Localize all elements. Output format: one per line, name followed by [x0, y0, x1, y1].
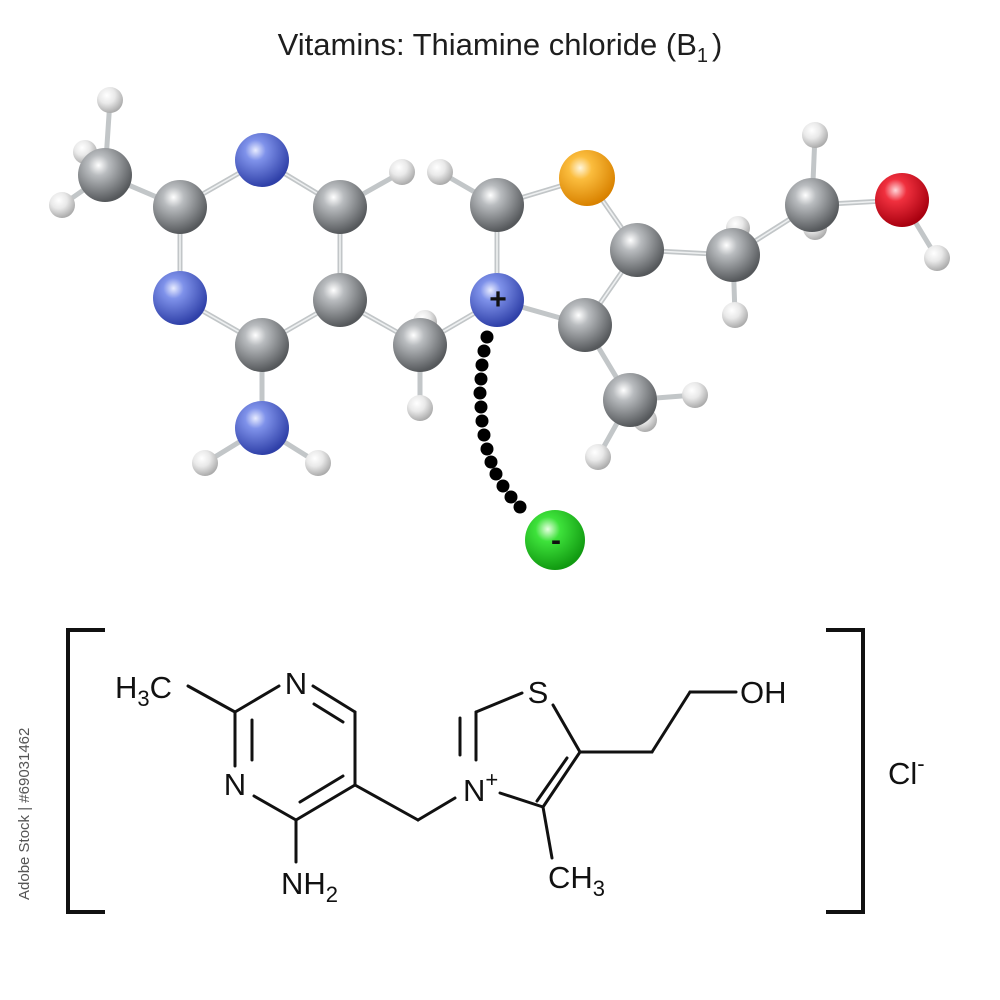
right-bracket [826, 628, 865, 914]
ball-and-stick-model: + - [49, 87, 950, 570]
structural-formula: H3C N N NH2 N+ S OH CH3 Cl- [66, 628, 925, 914]
thiazolium-n-plus-label: N+ [463, 767, 498, 808]
sulfur-label: S [528, 675, 549, 710]
cation-nitrogen-atom [470, 273, 524, 327]
ionic-bond-dots [473, 330, 527, 514]
anion-charge-label: - [551, 524, 561, 557]
diagram-title: Vitamins: Thiamine chloride (B1) [278, 27, 723, 67]
skeletal-bonds [186, 684, 738, 864]
methyl-bottom-label: CH3 [548, 860, 605, 901]
oxygen-atom [875, 173, 929, 227]
sulfur-atom [559, 150, 615, 206]
stock-credit: Adobe Stock | #69031462 [16, 728, 33, 900]
pyrimidine-n-left-label: N [224, 767, 246, 802]
counter-ion-label: Cl- [888, 751, 925, 791]
amine-label: NH2 [281, 866, 338, 907]
chloride-atom [525, 510, 585, 570]
cation-charge-label: + [489, 283, 507, 316]
carbon-atoms [78, 148, 839, 427]
pyrimidine-n-top-label: N [285, 666, 307, 701]
hydroxyl-label: OH [740, 675, 787, 710]
nitrogen-atoms [153, 133, 524, 455]
methyl-left-label: H3C [115, 670, 172, 711]
left-bracket [66, 628, 105, 914]
